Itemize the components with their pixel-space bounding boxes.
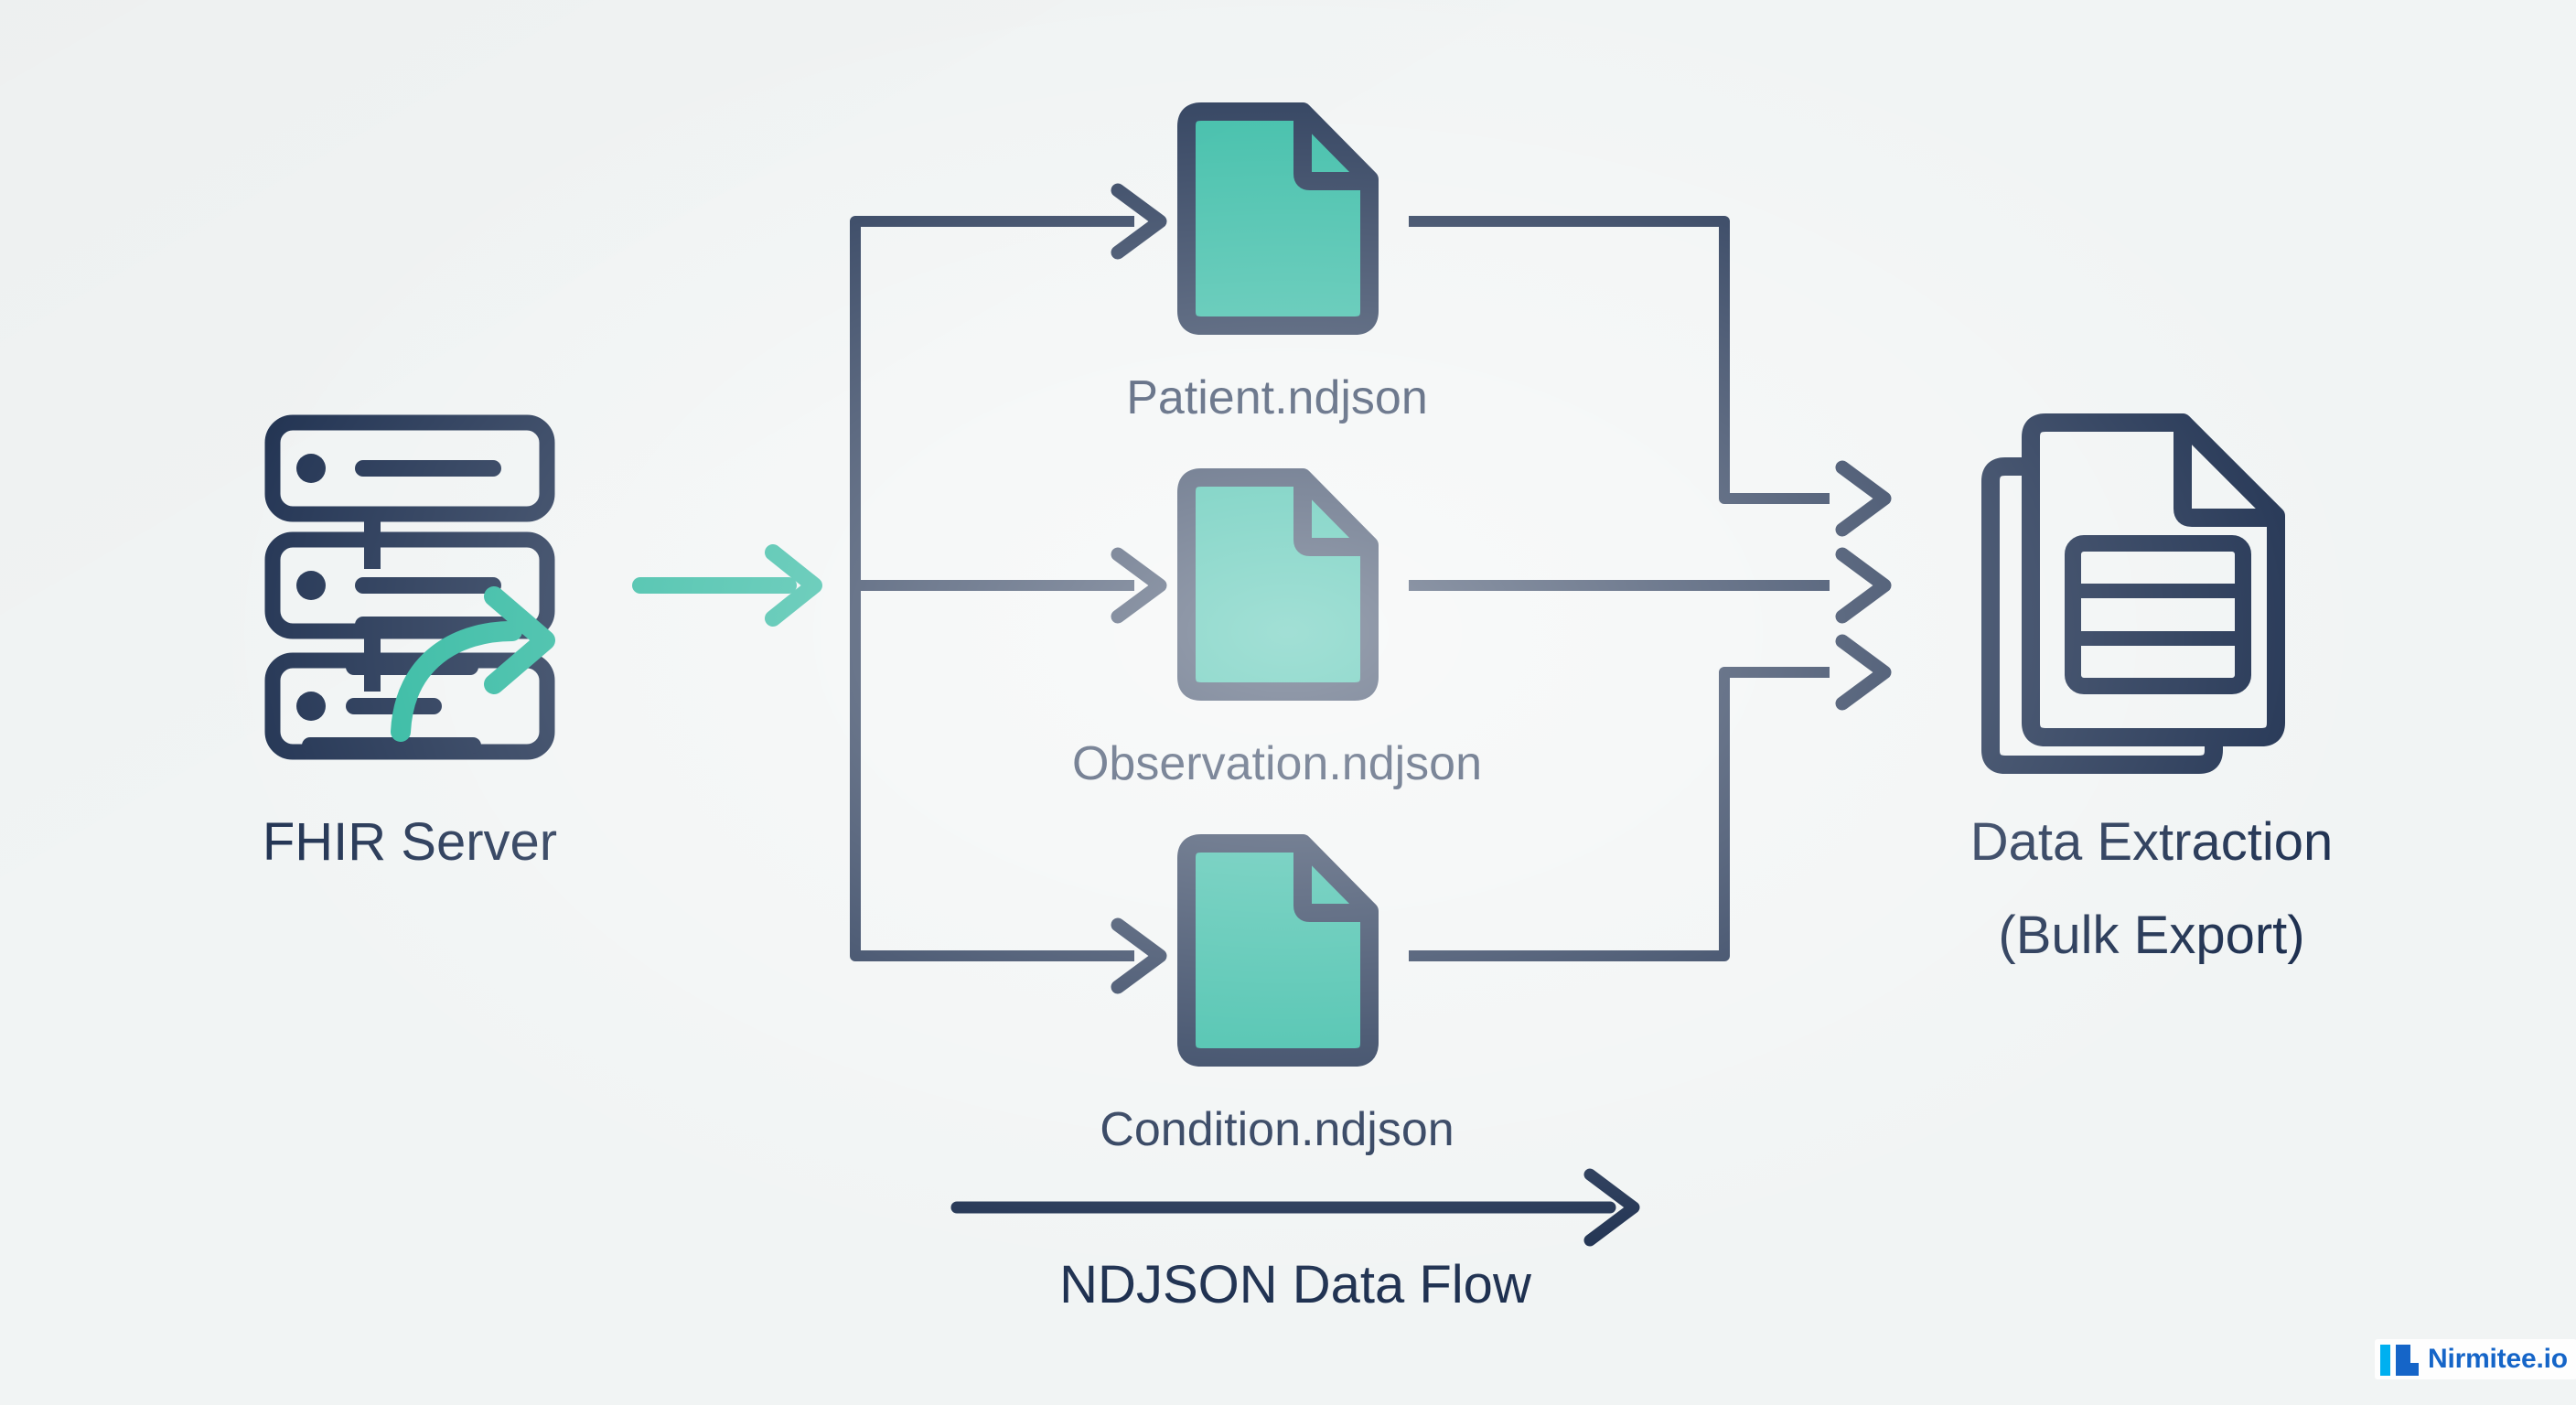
ndjson-flow-arrow-icon: [950, 1168, 1640, 1247]
target-label-line1: Data Extraction: [1970, 812, 2334, 872]
ndjson-file-icon: [1177, 468, 1379, 701]
ndjson-file-icon: [1177, 102, 1379, 335]
file-label-patient: Patient.ndjson: [1126, 371, 1428, 424]
merge-bus: [1409, 216, 1830, 961]
ndjson-file-icon: [1177, 834, 1379, 1067]
merge-to-target-arrow-bottom: [1842, 641, 1884, 703]
fhir-server-label: FHIR Server: [263, 812, 557, 872]
export-arrow-icon: [391, 586, 555, 742]
logo-blue-horizontal: [2396, 1363, 2419, 1376]
ndjson-flow-caption: NDJSON Data Flow: [1059, 1255, 1532, 1314]
nirmitee-logo-mark: [2380, 1343, 2419, 1376]
nirmitee-wordmark: Nirmitee.io: [2428, 1344, 2568, 1374]
file-label-observation: Observation.ndjson: [1072, 737, 1482, 790]
merge-to-target-arrow-mid: [1842, 554, 1884, 617]
file-label-condition: Condition.ndjson: [1100, 1103, 1454, 1156]
branch-bus: [850, 216, 1134, 961]
nirmitee-watermark: Nirmitee.io: [2375, 1339, 2576, 1379]
server-to-bus-arrow: [632, 544, 822, 627]
logo-cyan-bar: [2380, 1345, 2390, 1376]
fhir-server-icon: [264, 414, 555, 760]
document-stack-icon: [1981, 413, 2285, 774]
target-label-line2: (Bulk Export): [1998, 906, 2304, 965]
merge-to-target-arrow-top: [1842, 467, 1884, 530]
